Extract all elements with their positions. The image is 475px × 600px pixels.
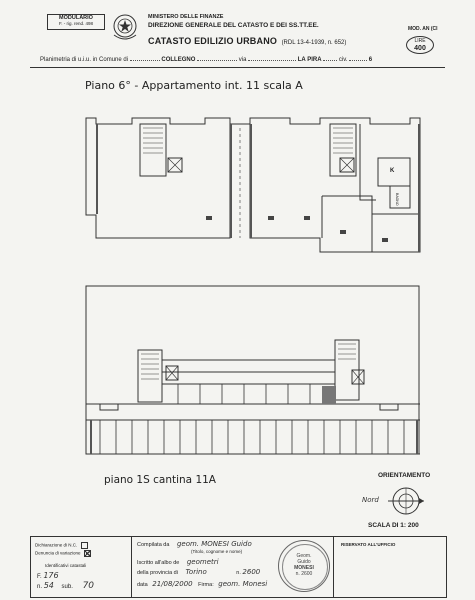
catasto-line: CATASTO EDILIZIO URBANO (RDL 13-4-1939, … bbox=[148, 31, 346, 49]
mod-code: MOD. AN (CI bbox=[408, 26, 438, 32]
orientation-label: ORIENTAMENTO bbox=[378, 472, 431, 479]
data-firma-row: data 21/08/2000 Firma: geom. Monesi bbox=[137, 580, 268, 589]
riservato-label: RISERVATO ALL'UFFICIO bbox=[341, 542, 396, 547]
identificativi-label: Identificativi catastali bbox=[45, 563, 87, 568]
provincia-value: Torino bbox=[185, 568, 207, 576]
provincia-label: della provincia di bbox=[137, 570, 178, 576]
top-plan-title: Piano 6° - Appartamento int. 11 scala A bbox=[85, 79, 303, 92]
compass-icon bbox=[388, 487, 424, 515]
numero-row: n. 54 sub. 70 bbox=[37, 581, 94, 591]
foglio-row: F. 176 bbox=[37, 571, 59, 580]
foglio-label: F. bbox=[37, 574, 42, 580]
numero-value: 54 bbox=[43, 581, 54, 590]
iscritto-row: Iscritto all'albo de geometri bbox=[137, 558, 219, 567]
modulario-label: MODULARIO bbox=[59, 15, 93, 21]
denuncia-checkbox[interactable] bbox=[83, 550, 91, 557]
modulario-box: MODULARIO F. - rig. rend. 498 bbox=[47, 14, 105, 30]
firma-label: Firma: bbox=[198, 582, 214, 588]
scale-label: SCALA DI 1: 200 bbox=[368, 522, 419, 529]
civ-value: 6 bbox=[368, 57, 373, 63]
titolo-hint: (Titolo, cognome e nome) bbox=[191, 549, 243, 554]
planimetria-label: Planimetria di u.i.u. in Comune di bbox=[40, 57, 129, 63]
rdl-reference: (RDL 13-4-1939, n. 652) bbox=[281, 40, 347, 46]
data-label: data bbox=[137, 582, 148, 588]
foglio-value: 176 bbox=[43, 571, 59, 580]
room-bagno-label: BAGNO bbox=[395, 193, 399, 206]
professional-stamp: Geom. Guido MONESI n. 2600 bbox=[278, 540, 330, 592]
room-k-label: K bbox=[390, 168, 395, 174]
direction-title: DIREZIONE GENERALE DEL CATASTO E DEI SS.… bbox=[148, 22, 319, 29]
sub-label: sub. bbox=[61, 584, 73, 590]
dichiarazione-row: Dichiarazione di N.C. bbox=[35, 542, 88, 549]
footer-form: Dichiarazione di N.C. Denuncia di variaz… bbox=[30, 536, 447, 598]
compilata-row: Compilata da geom. MONESI Guido bbox=[137, 540, 252, 549]
denuncia-label: Denuncia di variazione bbox=[35, 550, 81, 556]
lire-label: LIRE bbox=[414, 38, 426, 44]
planimetria-line: Planimetria di u.i.u. in Comune di COLLE… bbox=[40, 57, 440, 63]
via-value: LA PIRA bbox=[297, 57, 322, 63]
ministry-title: MINISTERO DELLE FINANZE bbox=[148, 14, 224, 20]
denuncia-row: Denuncia di variazione bbox=[35, 550, 91, 557]
dichiarazione-checkbox[interactable] bbox=[80, 542, 88, 549]
header-rule bbox=[30, 67, 445, 68]
lire-stamp: LIRE 400 bbox=[406, 36, 434, 54]
lire-value: 400 bbox=[414, 45, 426, 52]
provincia-row: della provincia di Torino n. 2600 bbox=[137, 568, 261, 577]
civ-label: civ. bbox=[338, 57, 348, 63]
catasto-title: CATASTO EDILIZIO URBANO bbox=[148, 36, 278, 46]
nord-label: Nord bbox=[362, 496, 379, 504]
compilata-value: geom. MONESI Guido bbox=[176, 540, 252, 548]
firma-signature: geom. Monesi bbox=[218, 580, 268, 588]
n-albo-value: 2600 bbox=[242, 568, 261, 576]
via-label: via bbox=[238, 57, 247, 63]
modulario-code: F. - rig. rend. 498 bbox=[58, 21, 94, 26]
republic-emblem-icon bbox=[113, 14, 137, 40]
sub-value: 70 bbox=[82, 581, 95, 591]
dichiarazione-label: Dichiarazione di N.C. bbox=[35, 542, 78, 548]
bottom-plan-title: piano 1S cantina 11A bbox=[104, 474, 216, 486]
n-albo-label: n. bbox=[236, 570, 241, 576]
data-value: 21/08/2000 bbox=[152, 580, 193, 588]
iscritto-label: Iscritto all'albo de bbox=[137, 560, 180, 566]
comune-value: COLLEGNO bbox=[161, 57, 196, 63]
compilata-label: Compilata da bbox=[137, 542, 170, 548]
albo-value: geometri bbox=[186, 558, 219, 566]
numero-label: n. bbox=[37, 584, 43, 590]
